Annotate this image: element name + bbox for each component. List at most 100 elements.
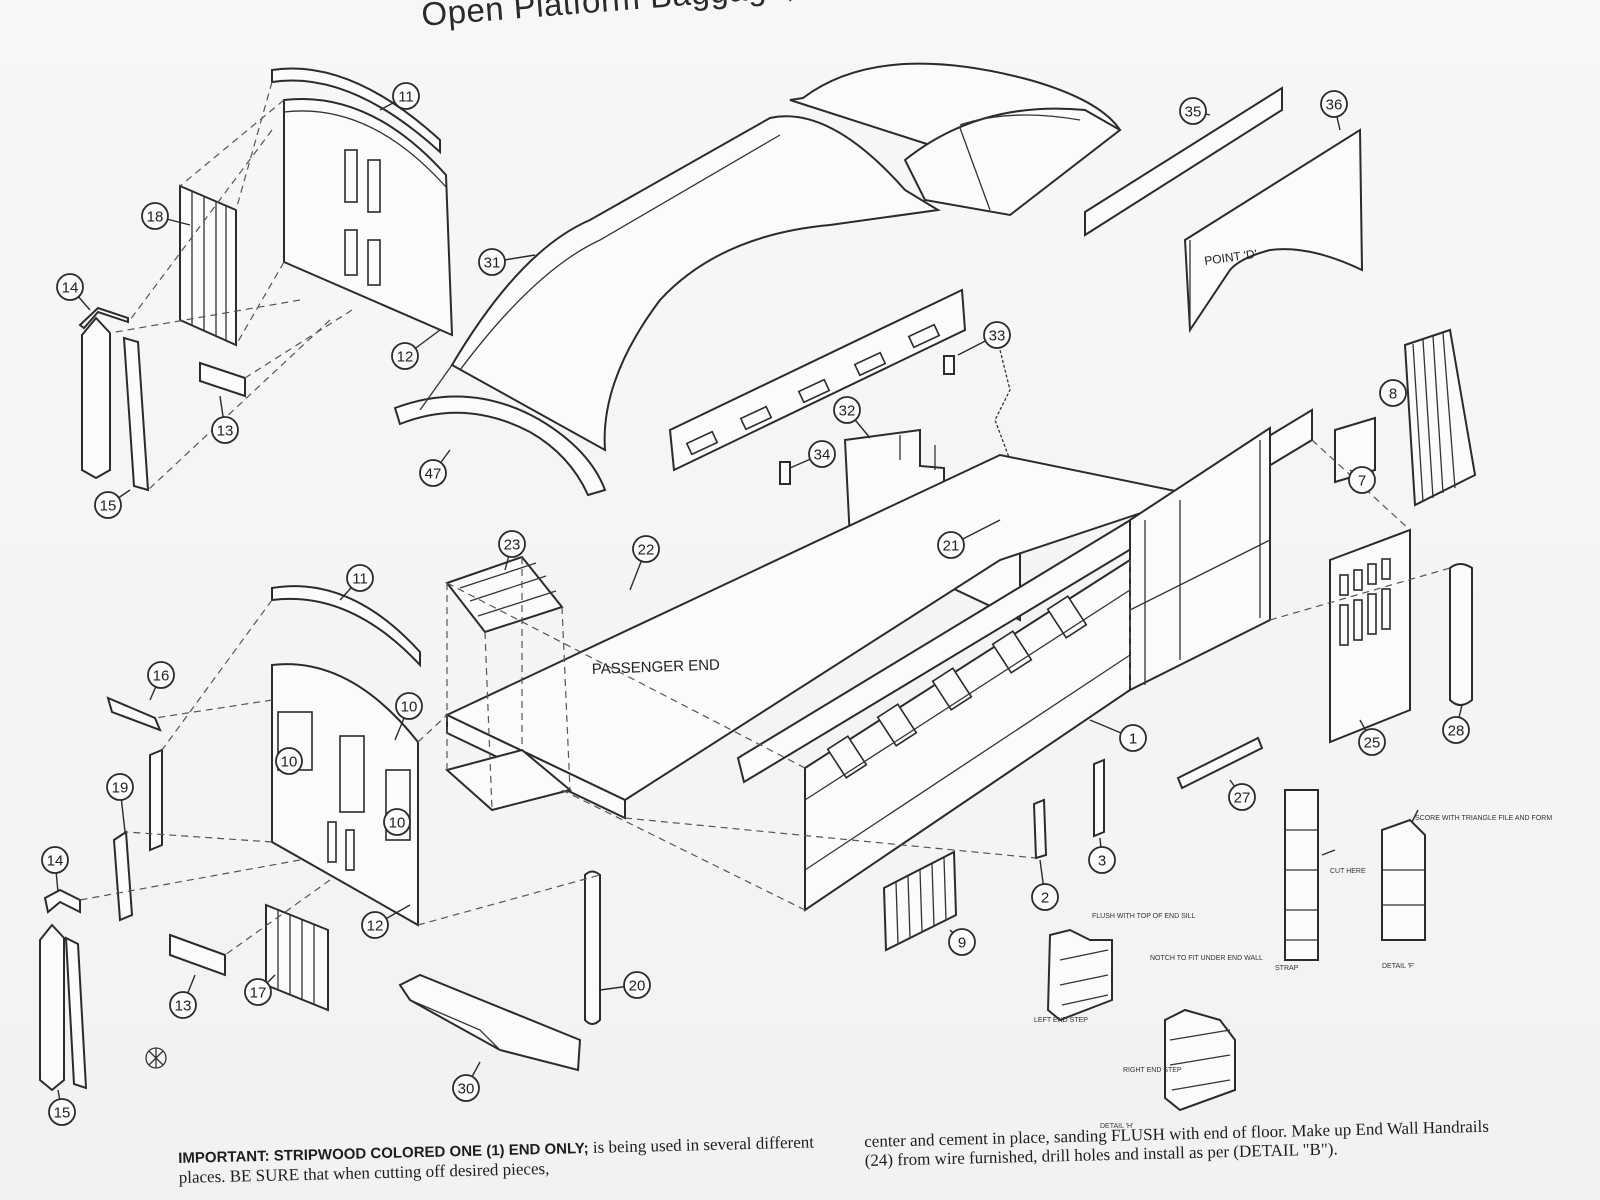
callout-9: 9 [948, 928, 976, 956]
callout-circle [632, 535, 660, 563]
callout-number: 22 [638, 542, 655, 559]
callout-number: 21 [943, 538, 960, 555]
sill-13-top [199, 361, 246, 398]
end-wall-12-top [283, 98, 454, 337]
callout-31: 31 [478, 248, 536, 276]
callout-10: 10 [383, 808, 411, 836]
end-wall-25 [1329, 528, 1411, 744]
part-callouts: 1237891010101111121213131414151516171819… [41, 82, 1470, 1126]
post-20 [584, 870, 601, 1025]
callout-1: 1 [1089, 719, 1147, 752]
callout-10: 10 [394, 692, 423, 741]
callout-circle [419, 459, 447, 487]
score-note-label: SCORE WITH TRIANGLE FILE AND FORM [1415, 815, 1552, 822]
callout-25: 25 [1358, 719, 1386, 756]
callout-10: 10 [275, 747, 303, 775]
door-17 [265, 903, 329, 1012]
block-34 [779, 461, 791, 485]
callout-circle [346, 564, 374, 592]
strap-label: STRAP [1275, 965, 1299, 972]
callout-number: 32 [839, 403, 856, 420]
callout-36: 36 [1320, 90, 1348, 131]
callout-number: 3 [1098, 853, 1106, 870]
callout-number: 10 [401, 699, 418, 716]
callout-number: 31 [484, 255, 501, 272]
callout-11: 11 [339, 564, 374, 601]
callout-circle [1119, 724, 1147, 752]
callout-circle [1228, 783, 1256, 811]
lower-end-wall-assembly [39, 585, 601, 1092]
cut-here-label: CUT HERE [1330, 868, 1366, 875]
callout-number: 8 [1389, 386, 1397, 403]
sill-27 [1176, 736, 1264, 790]
callout-circle [275, 747, 303, 775]
right-end-step-label: RIGHT END STEP [1123, 1067, 1182, 1074]
callout-circle [452, 1074, 480, 1102]
callout-circle [56, 273, 84, 301]
callout-number: 23 [504, 537, 521, 554]
callout-circle [383, 808, 411, 836]
beam-30 [398, 973, 582, 1072]
callout-circle [937, 531, 965, 559]
door-8 [1403, 328, 1477, 507]
callout-number: 17 [250, 985, 267, 1002]
corner-post-15-top [81, 316, 111, 480]
callout-circle [808, 440, 836, 468]
callout-number: 33 [989, 328, 1006, 345]
callout-30: 30 [452, 1061, 481, 1102]
callout-number: 16 [153, 668, 170, 685]
post-2 [1032, 798, 1048, 860]
callout-12: 12 [361, 904, 411, 939]
stile-19a [149, 748, 163, 852]
callout-circle [1379, 379, 1407, 407]
callout-15: 15 [94, 489, 131, 519]
callout-number: 12 [367, 918, 384, 935]
callout-circle [147, 661, 175, 689]
callout-18: 18 [141, 202, 191, 230]
corner-post-28 [1449, 563, 1473, 706]
callout-11: 11 [379, 82, 420, 111]
detail-f-label: DETAIL 'F' [1382, 963, 1415, 970]
callout-circle [1348, 466, 1376, 494]
callout-number: 36 [1326, 97, 1343, 114]
callout-circle [48, 1098, 76, 1126]
callout-circle [94, 491, 122, 519]
callout-number: 13 [217, 423, 234, 440]
block-33 [943, 355, 955, 375]
callout-circle [361, 911, 389, 939]
callout-2: 2 [1031, 859, 1059, 911]
callout-21: 21 [937, 519, 1001, 559]
callout-14: 14 [41, 846, 69, 893]
callout-33: 33 [957, 321, 1011, 356]
callout-circle [948, 928, 976, 956]
sill-13-lower [169, 933, 226, 977]
upper-end-wall-assembly [78, 67, 454, 492]
side-wall-assembly [446, 328, 1477, 952]
panel-7 [1334, 416, 1376, 484]
callout-number: 35 [1185, 104, 1202, 121]
flush-note-label: FLUSH WITH TOP OF END SILL [1092, 913, 1196, 920]
post-3 [1093, 758, 1105, 838]
callout-16: 16 [147, 661, 175, 701]
callout-circle [211, 416, 239, 444]
post-cap-14-lower [43, 888, 81, 914]
callout-19: 19 [106, 773, 134, 833]
baggage-door-section [1129, 426, 1271, 692]
callout-circle [169, 991, 197, 1019]
roof-end-cap-11-lower [271, 585, 421, 668]
callout-number: 25 [1364, 735, 1381, 752]
callout-circle [833, 396, 861, 424]
floor-assembly [444, 453, 1199, 820]
callout-number: 28 [1448, 723, 1465, 740]
callout-circle [1442, 716, 1470, 744]
instruction-notes: IMPORTANT: STRIPWOOD COLORED ONE (1) END… [178, 1117, 1498, 1200]
block-16 [106, 696, 162, 732]
post-cap-14-top [78, 306, 129, 330]
callout-number: 20 [629, 978, 646, 995]
roof-31 [450, 115, 941, 452]
callout-number: 2 [1041, 890, 1049, 907]
callout-number: 12 [397, 349, 414, 366]
strap-ladder [1284, 789, 1319, 961]
door-9 [882, 850, 958, 952]
roof-panel-36 [1183, 128, 1364, 334]
